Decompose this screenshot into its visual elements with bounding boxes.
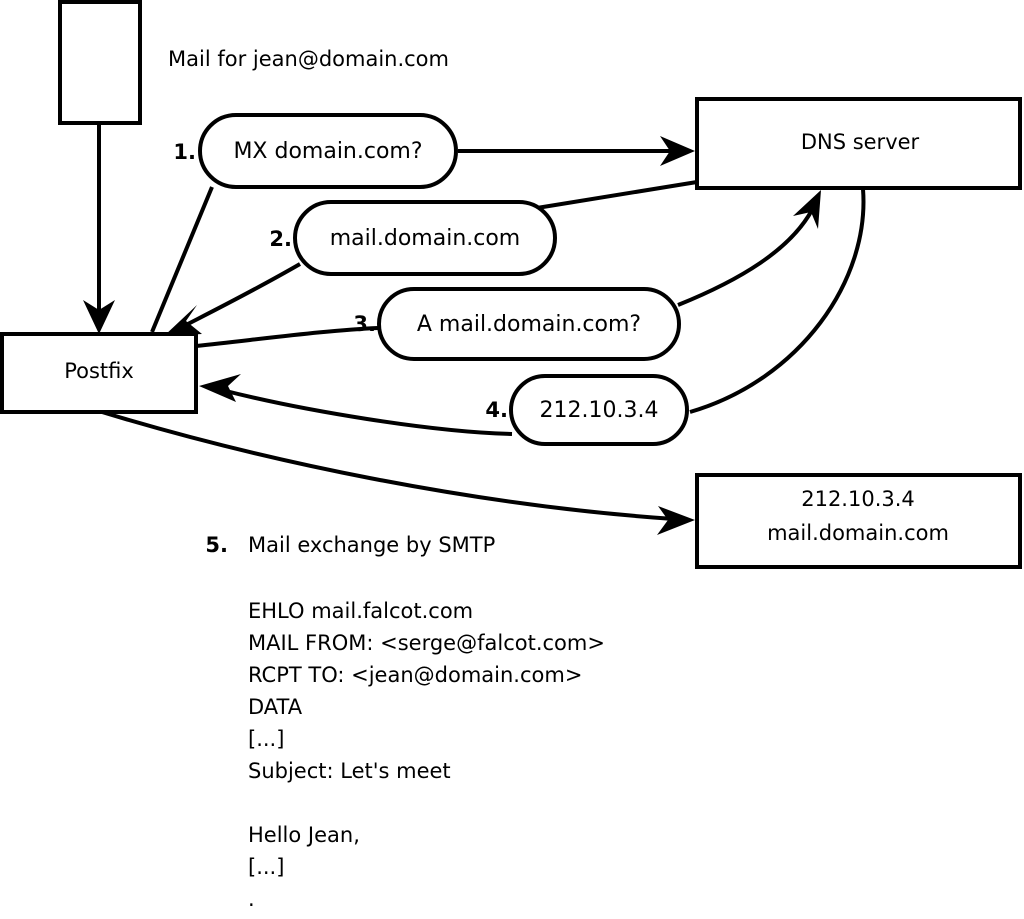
transcript-line: EHLO mail.falcot.com: [248, 599, 474, 623]
step-2-label: mail.domain.com: [330, 226, 521, 251]
transcript-line: RCPT TO: <jean@domain.com>: [248, 663, 583, 687]
mail-server-ip-label: 212.10.3.4: [801, 487, 915, 511]
arrowhead-step4-to-postfix: [199, 374, 241, 402]
dns-server-box-label: DNS server: [801, 130, 920, 154]
transcript-line: Hello Jean,: [248, 823, 360, 847]
step-3-label: A mail.domain.com?: [417, 312, 641, 337]
step-2-number: 2.: [269, 227, 292, 251]
step-3-bubble[interactable]: [377, 287, 681, 361]
arrowhead-client-to-postfix: [83, 300, 115, 334]
step-4-bubble[interactable]: [509, 374, 689, 446]
transcript-line: [...]: [248, 727, 285, 751]
edge-postfix-to-mailserver: [101, 410, 675, 521]
edge-step2-to-postfix: [181, 262, 302, 329]
step-2-bubble[interactable]: [293, 200, 557, 276]
step-5-number: 5.: [205, 533, 228, 557]
arrowhead-step1-to-dns: [660, 136, 695, 166]
step-4-number: 4.: [485, 398, 508, 422]
arrowhead-step3-to-dns: [793, 190, 821, 229]
step-1-label: MX domain.com?: [233, 139, 422, 164]
arrowhead-postfix-to-mailserver: [657, 506, 695, 535]
step-4-label: 212.10.3.4: [540, 398, 659, 423]
step-5-label: Mail exchange by SMTP: [248, 533, 495, 557]
mail-server-box[interactable]: [695, 473, 1022, 569]
transcript-line: .: [248, 887, 255, 911]
step-3-number: 3.: [353, 312, 376, 336]
transcript-line: MAIL FROM: <serge@falcot.com>: [248, 631, 605, 655]
postfix-box[interactable]: [0, 332, 198, 414]
transcript-line: DATA: [248, 695, 303, 719]
arrowhead-step2-to-postfix: [164, 305, 202, 336]
edge-postfix-to-step3: [195, 326, 379, 348]
client-box[interactable]: [58, 0, 142, 125]
mail-server-host-label: mail.domain.com: [767, 521, 949, 545]
transcript-blank-line: [248, 787, 788, 819]
dns-server-box[interactable]: [695, 97, 1022, 190]
mail-for-heading: Mail for jean@domain.com: [168, 47, 449, 71]
edge-step3-to-dns: [677, 209, 814, 307]
edge-dns-to-step4: [689, 188, 866, 414]
transcript-line: [...]: [248, 855, 285, 879]
edge-step4-to-postfix: [221, 388, 513, 436]
step-1-number: 1.: [173, 140, 196, 164]
postfix-box-label: Postfix: [64, 359, 134, 383]
step-1-bubble[interactable]: [198, 113, 458, 189]
transcript-line: Subject: Let's meet: [248, 759, 451, 783]
edge-postfix-to-step1: [150, 186, 214, 333]
